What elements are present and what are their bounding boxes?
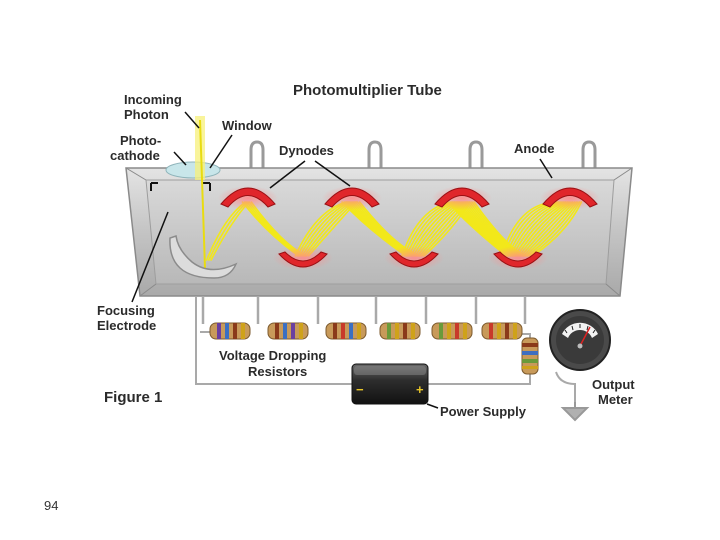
output-meter-label-line1: Output <box>592 377 635 392</box>
circuit-wires <box>195 296 576 402</box>
resistors-label-line2: Resistors <box>248 364 307 379</box>
dynode-4 <box>384 246 444 270</box>
incoming-photon-label-line1: Incoming <box>124 92 182 107</box>
resistor-6 <box>481 322 523 340</box>
resistor-1 <box>209 322 251 340</box>
output-meter-label-line2: Meter <box>598 392 633 407</box>
photocathode-label-line2: cathode <box>110 148 160 163</box>
focusing-electrode <box>169 235 238 279</box>
battery-plus-sign: + <box>416 382 424 397</box>
photocathode-label-line1: Photo- <box>120 133 161 148</box>
resistor-3 <box>325 322 367 340</box>
dynode-6 <box>488 246 548 270</box>
battery <box>351 363 429 405</box>
dynodes-label: Dynodes <box>279 143 334 158</box>
voltage-dropping-resistors <box>209 322 523 340</box>
resistor-5 <box>431 322 473 340</box>
resistor-2 <box>267 322 309 340</box>
power-supply-leader <box>426 403 439 409</box>
ground-symbol <box>560 402 590 422</box>
window-label: Window <box>222 118 273 133</box>
top-electrode-leads <box>249 140 597 168</box>
dynode-1 <box>218 186 278 210</box>
incoming-photon-label-line2: Photon <box>124 107 169 122</box>
diagram-title: Photomultiplier Tube <box>293 82 442 99</box>
dynode-7 <box>540 186 600 210</box>
photocathode-bracket <box>150 182 211 191</box>
power-supply-label: Power Supply <box>440 404 527 419</box>
dynodes <box>218 186 600 270</box>
output-meter <box>549 309 611 371</box>
anode-label: Anode <box>514 141 554 156</box>
resistors-label-line1: Voltage Dropping <box>219 348 326 363</box>
photon-ray <box>199 119 206 269</box>
dynode-2 <box>273 246 333 270</box>
window-glass <box>165 161 221 179</box>
focusing-electrode-label-line1: Focusing <box>97 303 155 318</box>
resistor-4 <box>379 322 421 340</box>
figure-label: Figure 1 <box>104 389 162 406</box>
dynode-5 <box>432 186 492 210</box>
leader-lines <box>131 111 553 303</box>
vertical-resistor <box>521 337 539 375</box>
page-number: 94 <box>44 498 59 513</box>
focusing-electrode-label-line2: Electrode <box>97 318 156 333</box>
battery-minus-sign: − <box>356 382 364 397</box>
bottom-electrode-leads <box>201 296 527 324</box>
dynode-3 <box>322 186 382 210</box>
